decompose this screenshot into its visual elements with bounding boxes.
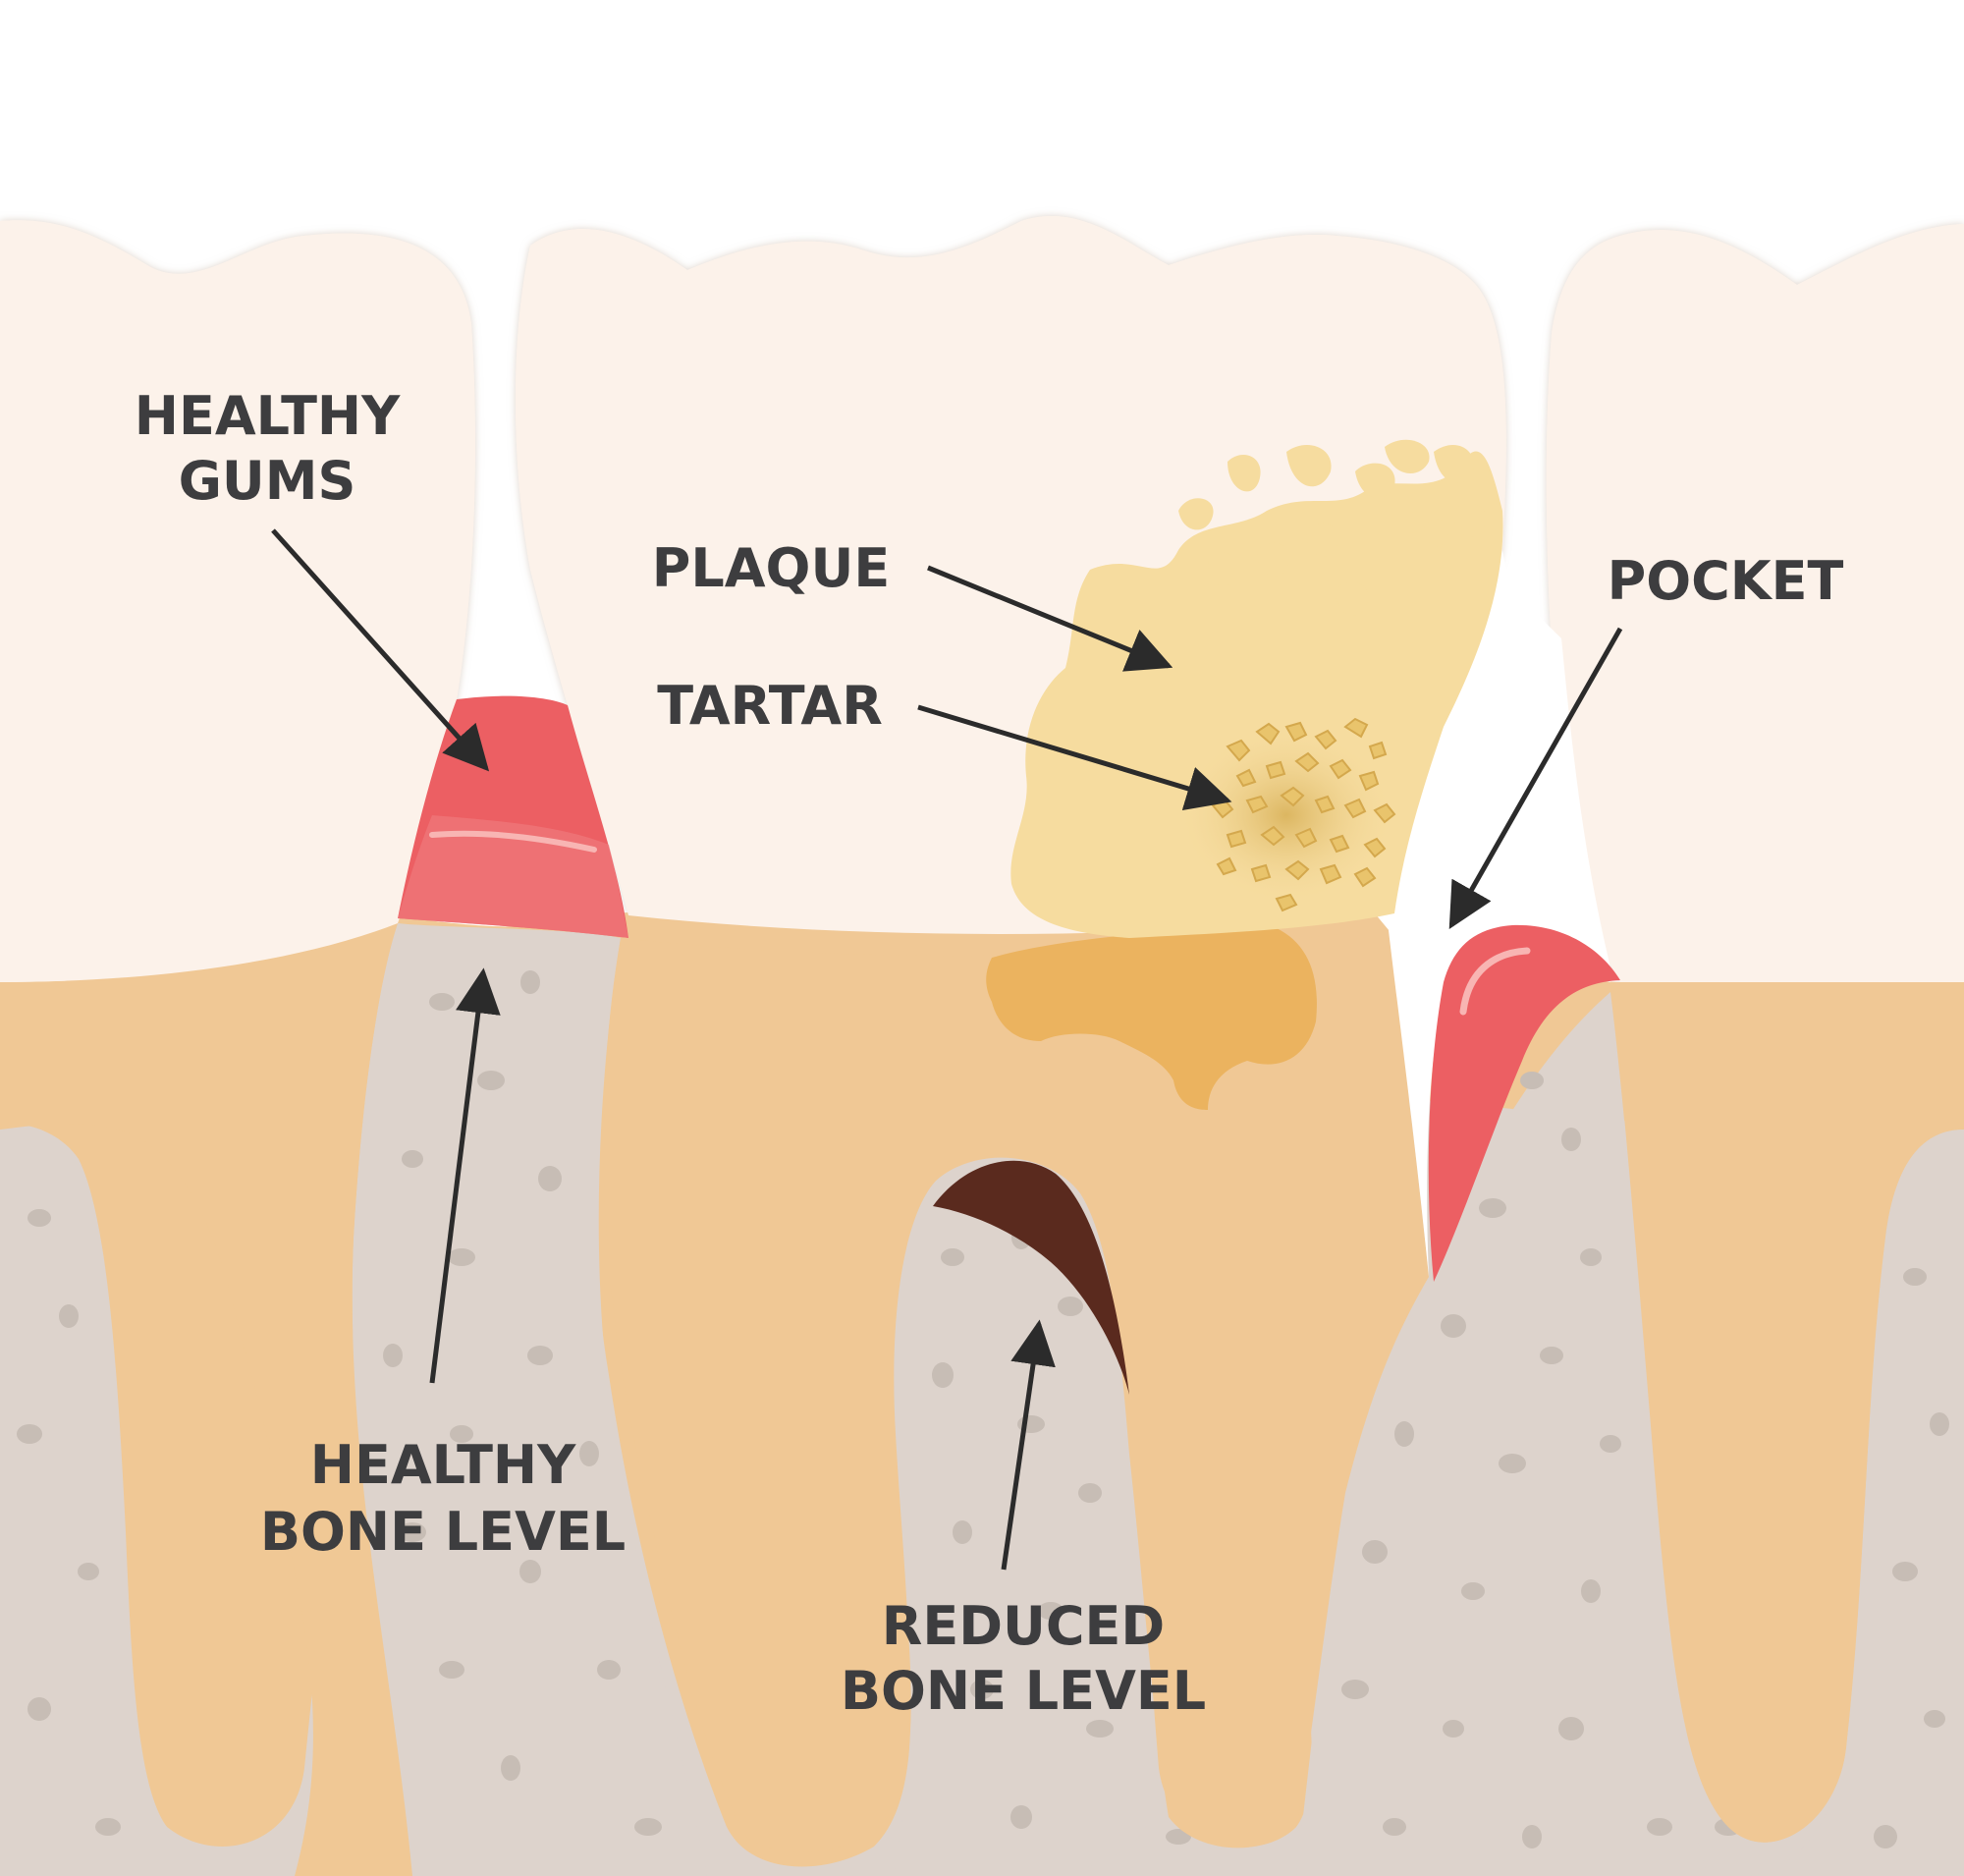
arrow-reduced-bone	[1001, 1319, 1056, 1571]
label-pocket: POCKET	[1608, 550, 1844, 612]
arrow-pocket	[1448, 627, 1623, 929]
label-healthy-gums-line1: HEALTHY	[135, 385, 401, 447]
bone-loss-lesion	[933, 1160, 1129, 1395]
bone-texture-septa	[17, 970, 1672, 1848]
label-healthy-bone-line2: BONE LEVEL	[260, 1501, 626, 1563]
inflamed-gum-shine	[1459, 947, 1531, 1016]
arrow-healthy-gums	[271, 528, 490, 772]
arrow-tartar	[917, 704, 1232, 811]
tartar-granules	[1211, 717, 1396, 912]
gum-shine	[429, 830, 597, 853]
root-stain	[986, 928, 1317, 1110]
middle-root-mesial-front	[603, 928, 1429, 1852]
plaque-flecks	[1178, 439, 1487, 616]
label-plaque: PLAQUE	[652, 537, 890, 599]
arrow-healthy-bone	[429, 967, 501, 1384]
bone-under-right-root	[1748, 1130, 1964, 1876]
bone-septum-right	[1296, 992, 1709, 1876]
label-healthy-gums-line2: GUMS	[179, 450, 356, 512]
label-healthy-bone-line1: HEALTHY	[310, 1434, 576, 1496]
inflamed-gum	[1428, 924, 1620, 1282]
left-root-front	[0, 923, 412, 1876]
bone-septum-middle	[894, 1155, 1158, 1876]
right-crown-front	[1546, 224, 1964, 982]
label-tartar: TARTAR	[657, 675, 883, 737]
arrow-plaque	[927, 565, 1173, 672]
label-reduced-bone-line1: REDUCED	[882, 1595, 1165, 1657]
right-root-front	[1610, 982, 1964, 1843]
callout-arrows	[271, 528, 1623, 1571]
bone-under-left-root	[0, 1126, 167, 1876]
label-reduced-bone-line2: BONE LEVEL	[841, 1660, 1206, 1722]
bone-septum-left	[352, 923, 707, 1876]
bone-texture-right-edge	[1874, 1268, 1949, 1848]
left-crown-front	[0, 220, 475, 983]
